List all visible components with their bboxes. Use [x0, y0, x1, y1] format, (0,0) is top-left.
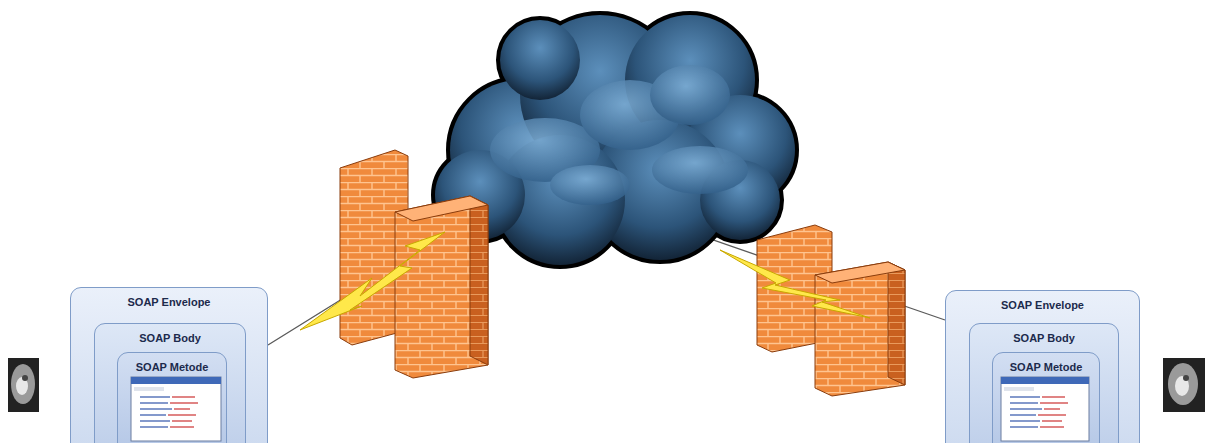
soap-box: SOAP EnvelopeSOAP BodySOAP Metode	[945, 290, 1140, 443]
medical-image	[1163, 358, 1205, 412]
xml-screenshot	[1001, 377, 1089, 441]
lightning-bolt	[300, 232, 445, 330]
soap-box: SOAP BodySOAP Metode	[94, 323, 246, 443]
medical-image	[8, 358, 39, 412]
soap-box: SOAP Metode	[992, 352, 1100, 443]
box-heading: SOAP Envelope	[946, 299, 1139, 311]
internet-cloud	[435, 15, 795, 265]
soap-box: SOAP BodySOAP Metode	[969, 323, 1119, 443]
firewall-left	[340, 150, 488, 378]
box-heading: SOAP Envelope	[71, 296, 267, 308]
xml-screenshot	[131, 377, 221, 441]
network-link	[268, 232, 945, 345]
soap-box: SOAP Metode	[117, 352, 227, 443]
box-heading: SOAP Metode	[118, 361, 226, 373]
box-heading: SOAP Metode	[993, 361, 1099, 373]
lightning-bolt	[720, 250, 870, 318]
firewall-right	[757, 225, 905, 396]
box-heading: SOAP Body	[95, 332, 245, 344]
soap-box: SOAP EnvelopeSOAP BodySOAP Metode	[70, 287, 268, 443]
box-heading: SOAP Body	[970, 332, 1118, 344]
